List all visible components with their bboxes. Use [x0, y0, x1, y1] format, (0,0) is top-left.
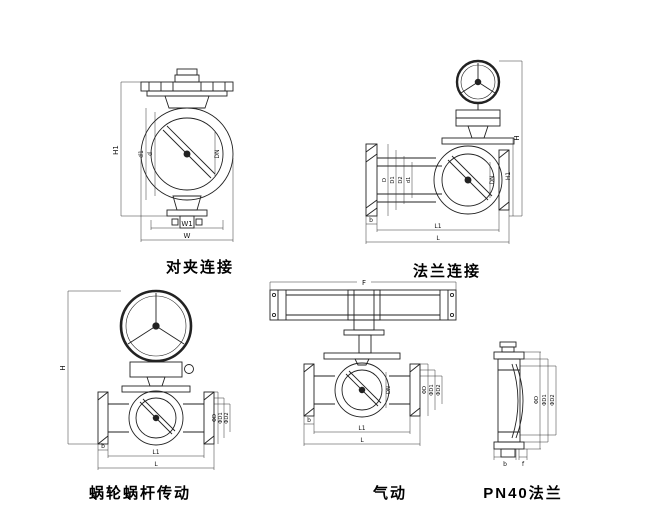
- dim-label-phiD: ΦD: [534, 396, 540, 404]
- pn40-dimension-lines: [493, 351, 557, 460]
- dim-label-phiD: ΦD: [212, 414, 218, 422]
- dim-label-w: W: [184, 232, 191, 240]
- worm-dim-labels: H ΦD ΦD1 ΦD2 b L1 L: [59, 365, 230, 468]
- worm-dimension-lines: [67, 290, 231, 470]
- dim-label-phiD1: ΦD1: [542, 394, 548, 405]
- dim-label-b: b: [503, 461, 507, 468]
- flange-dim-labels: D D1 D2 d1 DN H H1 b L1 L: [369, 135, 521, 242]
- dim-label-l1: L1: [434, 223, 441, 230]
- worm-handwheel-icon: [119, 289, 194, 378]
- dim-label-l: L: [154, 461, 158, 468]
- dim-label-h1: H1: [112, 145, 120, 155]
- pneumatic-valve-body: [303, 352, 421, 418]
- dim-label-f: f: [522, 461, 525, 468]
- dim-label-w1: W1: [181, 220, 192, 228]
- dim-label-phiD2: ΦD2: [224, 412, 230, 423]
- pneumatic-dim-labels: F DN ΦD ΦD1 ΦD2 b L1 L: [307, 279, 442, 444]
- dim-label-h: H: [59, 365, 67, 370]
- pn40-dim-labels: ΦD ΦD1 ΦD2 b f: [503, 394, 556, 468]
- dim-label-l1: L1: [358, 425, 365, 432]
- caption-wafer-connection: 对夹连接: [165, 259, 234, 276]
- pn40-valve-profile: [493, 341, 525, 458]
- caption-pneumatic: 气动: [372, 485, 407, 502]
- wafer-dimension-lines: [120, 81, 234, 242]
- dim-label-D1: D1: [390, 176, 396, 183]
- wafer-dim-labels: DN d d1 H1 W1 W: [112, 145, 221, 240]
- figure-wafer-drawing: DN d d1 H1 W1 W: [112, 68, 234, 242]
- figure-flange-drawing: D D1 D2 d1 DN H H1 b L1 L: [365, 59, 523, 244]
- figure-pn40-drawing: ΦD ΦD1 ΦD2 b f: [493, 341, 557, 468]
- flange-dimension-lines: [365, 60, 523, 244]
- figure-worm-drawing: H ΦD ΦD1 ΦD2 b L1 L: [59, 289, 231, 470]
- dim-label-b: b: [369, 217, 373, 224]
- dim-label-b: b: [101, 443, 105, 450]
- caption-flange-connection: 法兰连接: [412, 263, 481, 280]
- dim-label-dn: DN: [386, 386, 392, 394]
- caption-worm-gear-drive: 蜗轮蜗杆传动: [88, 485, 191, 502]
- dim-label-l: L: [360, 437, 364, 444]
- dim-label-dn: DN: [489, 175, 496, 184]
- flange-handwheel-icon: [455, 59, 501, 127]
- dim-label-phiD2: ΦD2: [436, 384, 442, 395]
- dim-label-d1: d1: [406, 177, 412, 184]
- dim-label-phiD1: ΦD1: [218, 412, 224, 423]
- caption-pn40-flange: PN40法兰: [483, 485, 563, 502]
- dim-label-phiD: ΦD: [422, 386, 428, 394]
- dim-label-D: D: [382, 178, 388, 182]
- dim-label-dn: DN: [214, 149, 221, 158]
- dim-label-phiD2: ΦD2: [550, 394, 556, 405]
- dim-label-phiD1: ΦD1: [429, 384, 435, 395]
- dim-label-h: H: [513, 135, 521, 140]
- dim-label-h1: H1: [505, 172, 512, 181]
- figure-pneumatic-drawing: F DN ΦD ΦD1 ΦD2 b L1 L: [269, 279, 457, 446]
- dim-label-l: L: [436, 235, 440, 242]
- dim-label-f: F: [362, 279, 366, 287]
- dim-label-b: b: [307, 417, 311, 424]
- dim-label-d: d: [147, 152, 154, 156]
- dim-label-d1: d1: [138, 150, 145, 158]
- pneumatic-actuator: [269, 289, 457, 354]
- dim-label-D2: D2: [398, 176, 404, 183]
- worm-valve-body: [97, 376, 215, 446]
- wafer-valve-body: [140, 68, 234, 229]
- dim-label-l1: L1: [152, 449, 159, 456]
- pneumatic-dimension-lines: [269, 281, 457, 446]
